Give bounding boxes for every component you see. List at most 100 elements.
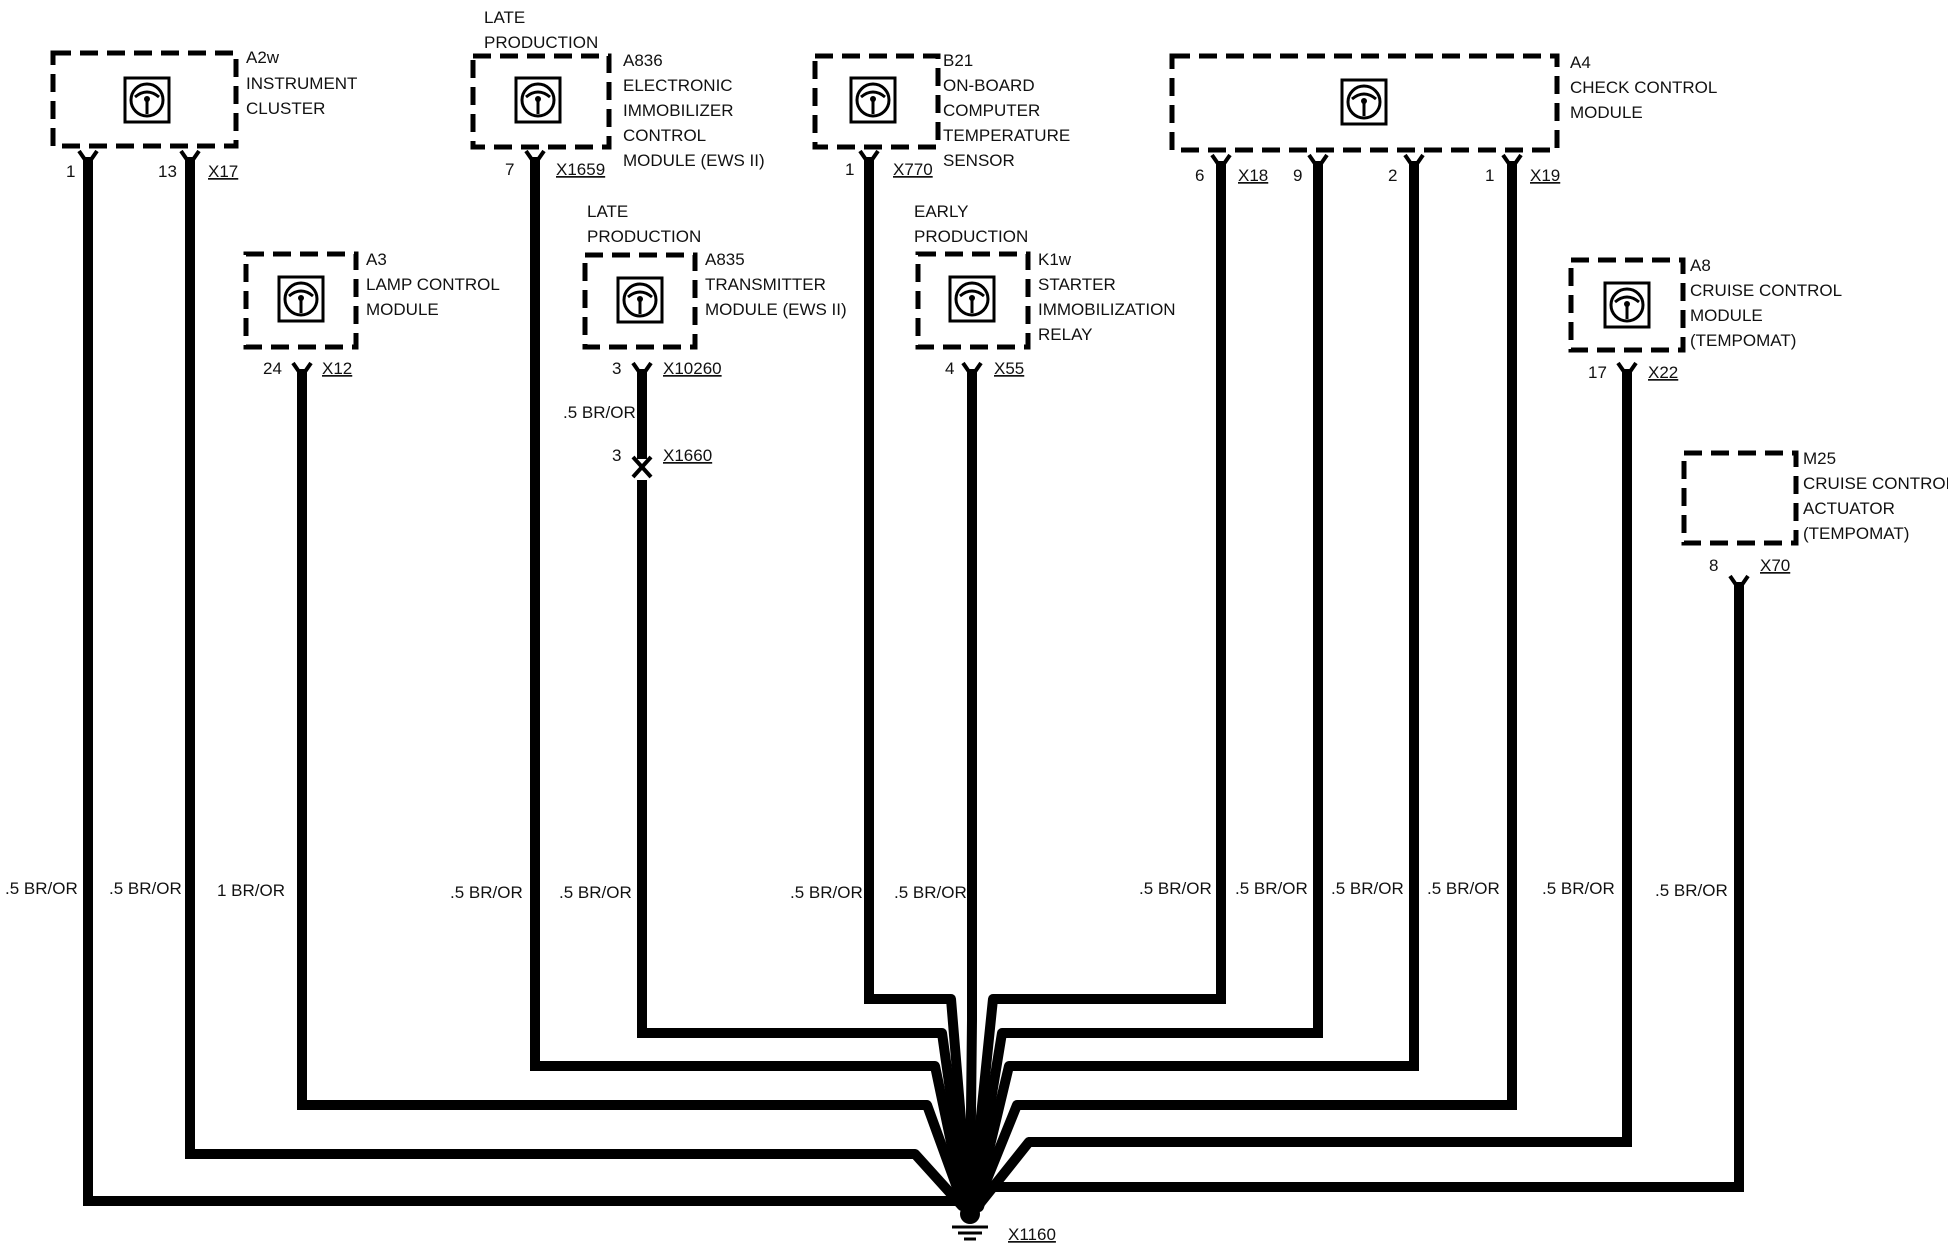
pin-number: 13 [158,162,177,181]
chevron-icon [631,361,653,380]
wire-label: .5 BR/OR [5,879,78,898]
connector-label: X770 [893,160,933,179]
wire-label: .5 BR/OR [559,883,632,902]
steering-wheel-icon [277,275,325,323]
connector-label: X17 [208,162,238,181]
wire-a8-pin17 [1029,369,1632,1147]
module-label: CHECK CONTROL [1570,78,1717,97]
wire-a2w-pin13 [185,157,915,1159]
pin-number: 3 [612,359,621,378]
module-id: M25 [1803,449,1836,468]
wire-label: .5 BR/OR [1139,879,1212,898]
steering-wheel-icon [849,76,897,124]
production-note: LATE [587,202,628,221]
wire-a2w-pin1 [83,157,960,1206]
production-note: PRODUCTION [914,227,1028,246]
module-label: SENSOR [943,151,1015,170]
module-label: MODULE [1570,103,1643,122]
module-label: RELAY [1038,325,1093,344]
pin-number: 17 [1588,363,1607,382]
chevron-icon [524,149,546,168]
module-label: ACTUATOR [1803,499,1895,518]
wire-m25-pin8 [985,582,1744,1192]
production-note: EARLY [914,202,969,221]
wire-a3-pin24 [297,369,927,1110]
wire-a835 [637,480,942,1038]
chevron-icon [291,361,313,380]
chevron-icon [77,149,99,168]
chevron-icon [1403,153,1425,172]
module-id: K1w [1038,250,1072,269]
chevron-icon [961,361,983,380]
module-a3: A3 LAMP CONTROL MODULE 24 X12 [243,250,500,378]
module-label: MODULE [1690,306,1763,325]
module-id: A2w [246,48,280,67]
module-label: LAMP CONTROL [366,275,500,294]
module-label: MODULE (EWS II) [705,300,847,319]
module-b21: B21 ON-BOARD COMPUTER TEMPERATURE SENSOR… [812,51,1070,179]
module-label: TRANSMITTER [705,275,826,294]
pin-number: 3 [612,446,621,465]
wire-a4-pin1 [1017,161,1517,1110]
module-id: A4 [1570,53,1591,72]
wire-label: .5 BR/OR [1542,879,1615,898]
pin-number: 1 [66,162,75,181]
module-label: IMMOBILIZER [623,101,734,120]
module-m25: M25 CRUISE CONTROL ACTUATOR (TEMPOMAT) 8… [1681,449,1948,575]
module-a835: LATE PRODUCTION A835 TRANSMITTER MODULE … [563,202,847,465]
module-label: TEMPERATURE [943,126,1070,145]
chevron-icon [179,149,201,168]
connector-label: X1659 [556,160,605,179]
chevron-icon [1501,153,1523,172]
connector-chevrons [77,149,1750,593]
wire-label: .5 BR/OR [563,403,636,422]
wire-b21-pin1 [864,157,951,1004]
pin-number: 8 [1709,556,1718,575]
wire-label: .5 BR/OR [790,883,863,902]
chevron-icon [1210,153,1232,172]
wire-label: .5 BR/OR [894,883,967,902]
module-label: ON-BOARD [943,76,1035,95]
module-label: CRUISE CONTROL [1690,281,1842,300]
chevron-icon [1728,574,1750,593]
chevron-icon [1616,361,1638,380]
pin-number: 24 [263,359,282,378]
module-label: (TEMPOMAT) [1803,524,1909,543]
connector-label: X18 [1238,166,1268,185]
pin-number: 9 [1293,166,1302,185]
wire-a4-pin9 [1002,161,1323,1038]
module-label: IMMOBILIZATION [1038,300,1176,319]
module-a2w: A2w INSTRUMENT CLUSTER 1 13 X17 [50,48,357,181]
pin-number: 1 [845,160,854,179]
steering-wheel-icon [1603,281,1651,329]
wire-harness: X1160 [77,149,1750,1244]
wire-label: .5 BR/OR [109,879,182,898]
module-label: (TEMPOMAT) [1690,331,1796,350]
module-label: CONTROL [623,126,706,145]
ground-fan [910,994,1034,1212]
steering-wheel-icon [616,276,664,324]
module-id: A3 [366,250,387,269]
production-note: PRODUCTION [484,33,598,52]
wire-label: 1 BR/OR [217,881,285,900]
module-a8: A8 CRUISE CONTROL MODULE (TEMPOMAT) 17 X… [1568,256,1842,382]
chevron-icon [631,464,653,479]
ground-label: X1160 [1008,1225,1056,1244]
module-label: MODULE [366,300,439,319]
module-id: A836 [623,51,663,70]
module-label: CLUSTER [246,99,325,118]
wire-label: .5 BR/OR [450,883,523,902]
chevron-icon [1307,153,1329,172]
wire-label: .5 BR/OR [1427,879,1500,898]
module-id: A8 [1690,256,1711,275]
wire-label: .5 BR/OR [1655,881,1728,900]
chevron-icon [858,149,880,168]
steering-wheel-icon [123,76,171,124]
connector-label: X22 [1648,363,1678,382]
module-a836: LATE PRODUCTION A836 ELECTRONIC IMMOBILI… [470,8,765,179]
module-a4: A4 CHECK CONTROL MODULE 6 X18 9 2 1 X19 [1169,53,1717,185]
steering-wheel-icon [948,275,996,323]
pin-number: 2 [1388,166,1397,185]
pin-number: 7 [505,160,514,179]
